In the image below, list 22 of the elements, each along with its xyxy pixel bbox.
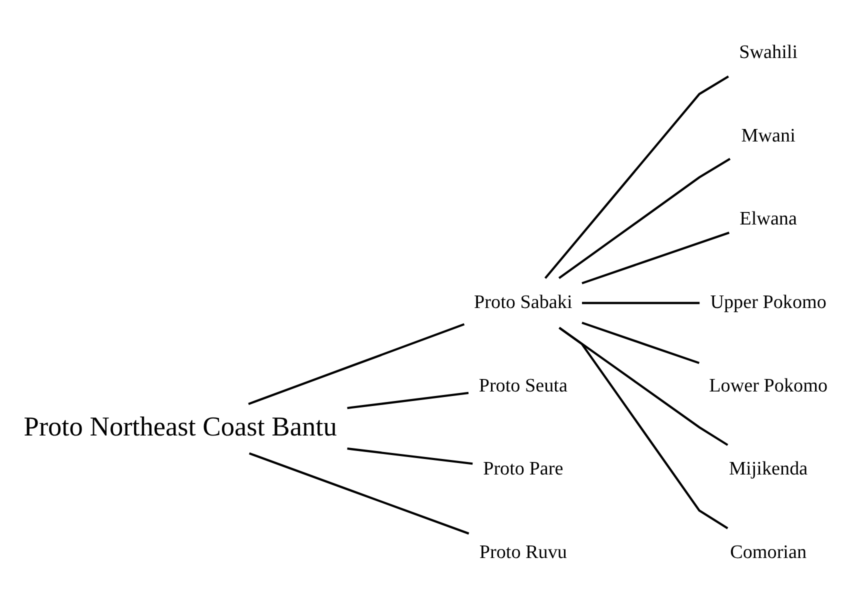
- node-text: Proto Sabaki: [474, 292, 572, 314]
- node-text: Elwana: [740, 208, 797, 230]
- node-text: Upper Pokomo: [710, 292, 826, 314]
- node-text: Mijikenda: [729, 458, 808, 480]
- connector: [248, 452, 470, 535]
- connector: [558, 158, 731, 280]
- node-text: Proto Seuta: [478, 375, 568, 396]
- node-text: Proto Northeast Coast Bantu: [24, 411, 337, 442]
- connector: [248, 323, 465, 405]
- node-text: Mwani: [741, 125, 796, 146]
- node-text: Proto Pare: [483, 458, 564, 480]
- node-text: Comorian: [730, 542, 807, 564]
- connector: [582, 302, 700, 304]
- connector: [347, 392, 469, 410]
- node-text: Lower Pokomo: [709, 375, 828, 396]
- connector: [347, 448, 473, 465]
- connector: [582, 322, 700, 364]
- connector: [582, 232, 730, 284]
- connector: [544, 75, 729, 279]
- node-text: Swahili: [739, 42, 798, 64]
- connector: [558, 326, 728, 530]
- node-text: Proto Ruvu: [479, 542, 567, 564]
